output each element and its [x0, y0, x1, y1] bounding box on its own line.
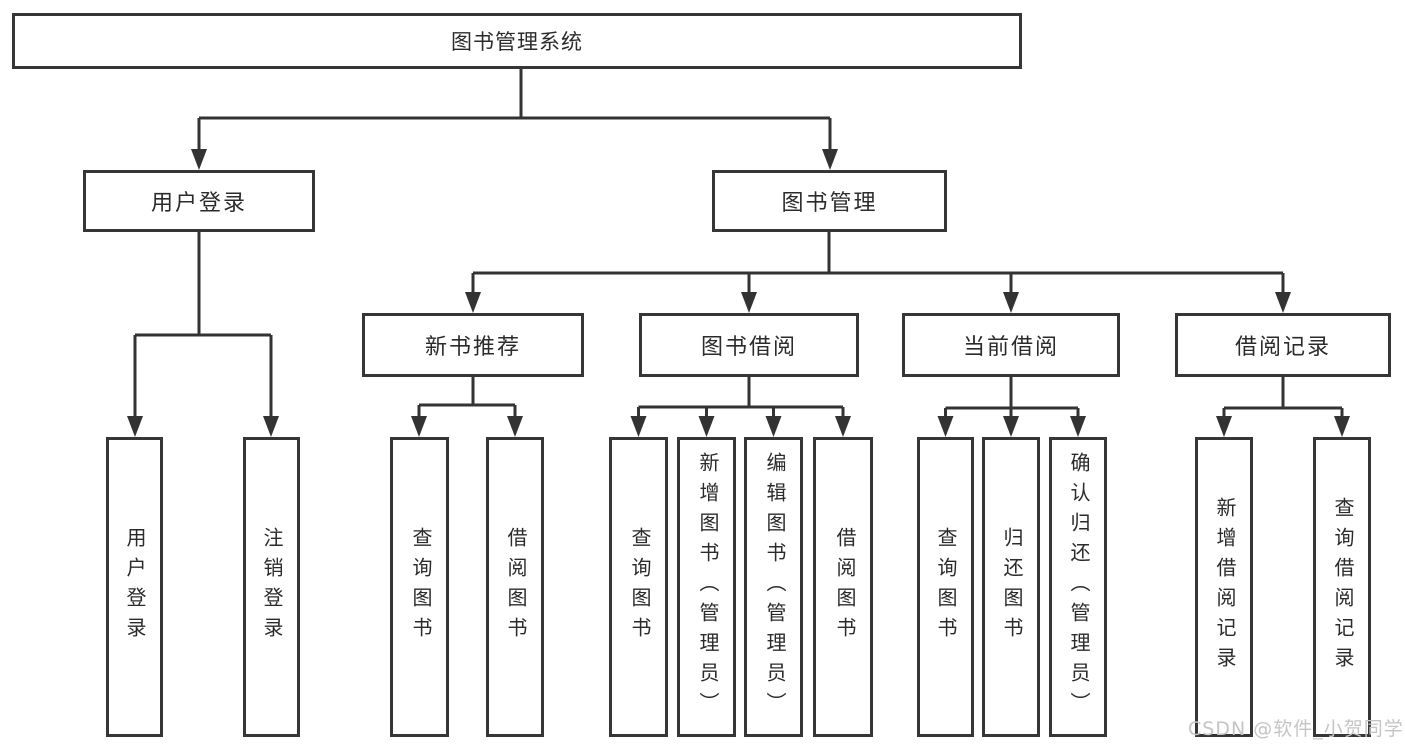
arrow-icon	[835, 416, 851, 437]
node-leaf-query-books-current: 查询图书	[917, 437, 974, 737]
node-leaf-return-book: 归还图书	[982, 437, 1040, 737]
arrow-icon	[191, 149, 207, 170]
arrow-icon	[1216, 416, 1232, 437]
arrow-icon	[1070, 416, 1086, 437]
arrow-icon	[465, 292, 481, 313]
node-user-login: 用户登录	[83, 170, 315, 232]
node-leaf-query-books-borrow: 查询图书	[609, 437, 668, 737]
node-leaf-edit-book-admin: 编辑图书（管理员）	[744, 437, 803, 737]
node-library-management-system: 图书管理系统	[12, 13, 1022, 69]
node-leaf-borrow-books-recommend: 借阅图书	[486, 437, 544, 737]
node-current-borrow: 当前借阅	[902, 313, 1120, 377]
node-leaf-borrow-books: 借阅图书	[813, 437, 873, 737]
arrow-icon	[937, 416, 954, 437]
arrow-icon	[507, 416, 523, 437]
connector-current-borrow-children	[944, 377, 1080, 418]
arrowheads	[127, 149, 1350, 437]
node-leaf-query-books-recommend: 查询图书	[390, 437, 449, 737]
node-leaf-add-borrow-record: 新增借阅记录	[1195, 437, 1253, 737]
node-new-book-recommend: 新书推荐	[362, 313, 584, 377]
arrow-icon	[411, 416, 427, 437]
node-borrow-records: 借阅记录	[1175, 313, 1391, 377]
arrow-icon	[1003, 292, 1019, 313]
arrow-icon	[765, 416, 782, 437]
node-leaf-user-login: 用户登录	[106, 437, 163, 737]
connector-new-book-recommend-children	[417, 377, 517, 418]
node-book-management: 图书管理	[712, 170, 947, 232]
connector-user-login-children	[133, 232, 273, 418]
node-leaf-query-borrow-record: 查询借阅记录	[1313, 437, 1371, 737]
node-leaf-add-book-admin: 新增图书（管理员）	[677, 437, 736, 737]
node-leaf-logout: 注销登录	[243, 437, 300, 737]
node-leaf-confirm-return-admin: 确认归还（管理员）	[1049, 437, 1107, 737]
csdn-watermark: CSDN @软件_小贺同学	[1188, 718, 1404, 740]
arrow-icon	[1003, 416, 1019, 437]
arrow-icon	[263, 416, 279, 437]
connector-borrow-records-children	[1222, 377, 1344, 418]
arrow-icon	[1334, 416, 1350, 437]
arrow-icon	[127, 416, 143, 437]
connector-root-to-level2	[197, 69, 832, 150]
arrow-icon	[741, 292, 757, 313]
connector-book-management-children	[471, 232, 1285, 294]
arrow-icon	[1275, 292, 1291, 313]
arrow-icon	[698, 416, 715, 437]
node-book-borrow: 图书借阅	[639, 313, 859, 377]
arrow-icon	[630, 416, 647, 437]
connector-book-borrow-children	[637, 377, 845, 418]
arrow-icon	[822, 149, 838, 170]
